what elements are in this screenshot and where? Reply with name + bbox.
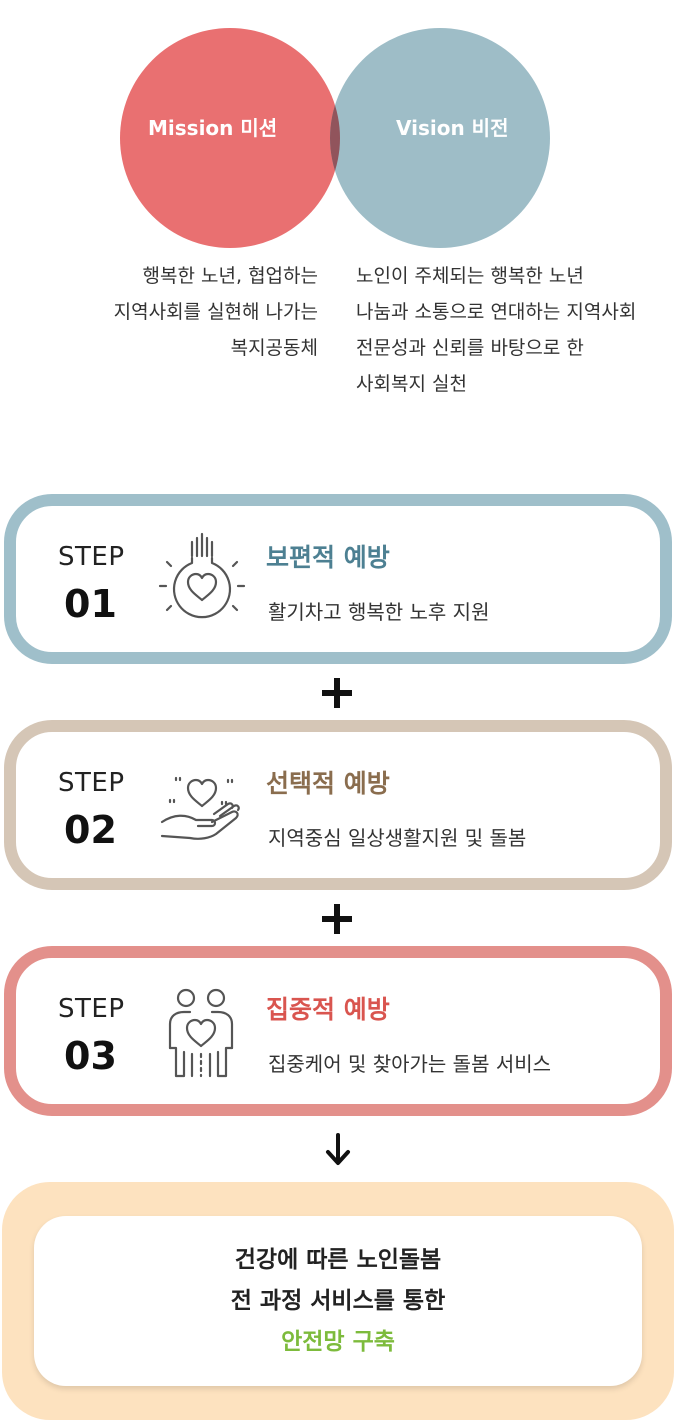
people-heart-icon bbox=[168, 988, 234, 1078]
step-word: STEP bbox=[58, 994, 125, 1024]
step-title: 보편적 예방 bbox=[266, 543, 390, 572]
plus-icon bbox=[322, 678, 352, 708]
step-word: STEP bbox=[58, 768, 125, 798]
lightbulb-heart-icon bbox=[158, 532, 246, 619]
step-card-01: STEP 01 보편적 예방 활기차고 행복한 노후 지원 bbox=[4, 494, 672, 664]
step-card-03: STEP 03 집중적 예방 집중케어 및 찾아가는 돌봄 서비스 bbox=[4, 946, 672, 1116]
vision-description: 노인이 주체되는 행복한 노년 나눔과 소통으로 연대하는 지역사회 전문성과 … bbox=[356, 258, 636, 402]
mission-line: 지역사회를 실현해 나가는 bbox=[113, 301, 318, 323]
step-description: 지역중심 일상생활지원 및 돌봄 bbox=[268, 826, 527, 850]
vision-line: 노인이 주체되는 행복한 노년 bbox=[356, 265, 584, 287]
step-number: 02 bbox=[64, 808, 117, 852]
step-word: STEP bbox=[58, 542, 125, 572]
mission-label: Mission 미션 bbox=[148, 116, 278, 140]
result-line: 건강에 따른 노인돌봄 bbox=[234, 1247, 442, 1273]
result-line: 전 과정 서비스를 통한 bbox=[230, 1288, 446, 1314]
venn-overlap bbox=[330, 28, 340, 248]
step-title: 선택적 예방 bbox=[266, 769, 390, 798]
vision-label: Vision 비전 bbox=[396, 116, 509, 140]
vision-circle bbox=[330, 28, 550, 248]
mission-vision-venn: Mission 미션 Vision 비전 bbox=[0, 0, 689, 260]
result-highlight: 안전망 구축 bbox=[281, 1329, 395, 1355]
result-panel: 건강에 따른 노인돌봄 전 과정 서비스를 통한 안전망 구축 bbox=[2, 1182, 674, 1420]
plus-icon bbox=[322, 904, 352, 934]
vision-line: 사회복지 실천 bbox=[356, 373, 467, 395]
hand-heart-icon bbox=[160, 776, 240, 840]
step-number: 03 bbox=[64, 1034, 117, 1078]
mission-line: 행복한 노년, 협업하는 bbox=[142, 265, 318, 287]
step-title: 집중적 예방 bbox=[266, 995, 390, 1024]
vision-line: 나눔과 소통으로 연대하는 지역사회 bbox=[356, 301, 637, 323]
result-card: 건강에 따른 노인돌봄 전 과정 서비스를 통한 안전망 구축 bbox=[34, 1216, 642, 1386]
arrow-down-icon bbox=[326, 1133, 350, 1165]
mission-circle bbox=[120, 28, 340, 248]
step-card-02: STEP 02 선택적 예방 지역중심 일상생활지원 및 돌봄 bbox=[4, 720, 672, 890]
mission-line: 복지공동체 bbox=[230, 337, 318, 359]
step-description: 집중케어 및 찾아가는 돌봄 서비스 bbox=[268, 1052, 552, 1076]
step-number: 01 bbox=[64, 582, 117, 626]
step-description: 활기차고 행복한 노후 지원 bbox=[268, 600, 490, 624]
vision-line: 전문성과 신뢰를 바탕으로 한 bbox=[356, 337, 584, 359]
mission-description: 행복한 노년, 협업하는 지역사회를 실현해 나가는 복지공동체 bbox=[114, 258, 318, 366]
